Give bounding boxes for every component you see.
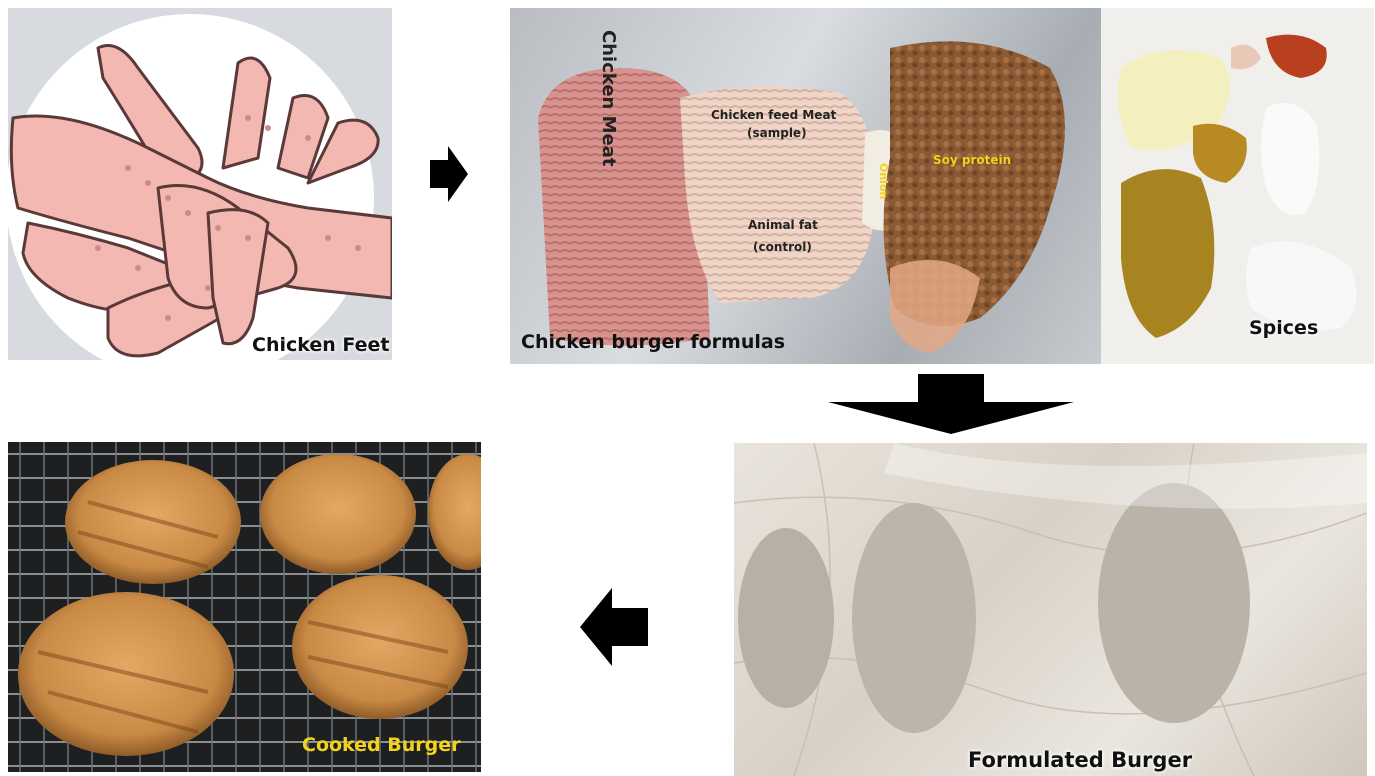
cooked-patties-photo: [8, 442, 481, 772]
left-arrow-icon: [580, 588, 650, 666]
animal-fat-label-line2: (control): [753, 240, 812, 254]
spices-caption: Spices: [1249, 317, 1318, 339]
chicken-feet-panel: Chicken Feet: [8, 8, 392, 360]
formulated-burger-caption: Formulated Burger: [968, 748, 1192, 772]
soy-protein-label: Soy protein: [933, 153, 1011, 167]
animal-fat-label-line1: Animal fat: [748, 218, 818, 232]
formulated-burger-panel: Formulated Burger: [734, 443, 1367, 776]
right-arrow-icon: [430, 146, 470, 202]
chicken-feet-caption: Chicken Feet: [252, 334, 389, 356]
spices-panel: Spices: [1101, 8, 1374, 364]
raw-patties-photo: [734, 443, 1367, 776]
chicken-meat-label: Chicken Meat: [598, 30, 619, 167]
spices-photo: [1101, 8, 1374, 364]
cooked-burger-caption: Cooked Burger: [302, 734, 461, 756]
formulas-caption: Chicken burger formulas: [521, 331, 785, 353]
onion-label: Onion: [877, 163, 890, 199]
feed-meat-label-line1: Chicken feed Meat: [711, 108, 836, 122]
feed-meat-label-line2: (sample): [747, 126, 807, 140]
down-arrow-icon: [826, 374, 1076, 436]
chicken-feet-illustration: [8, 8, 392, 360]
cooked-burger-panel: Cooked Burger: [8, 442, 481, 772]
